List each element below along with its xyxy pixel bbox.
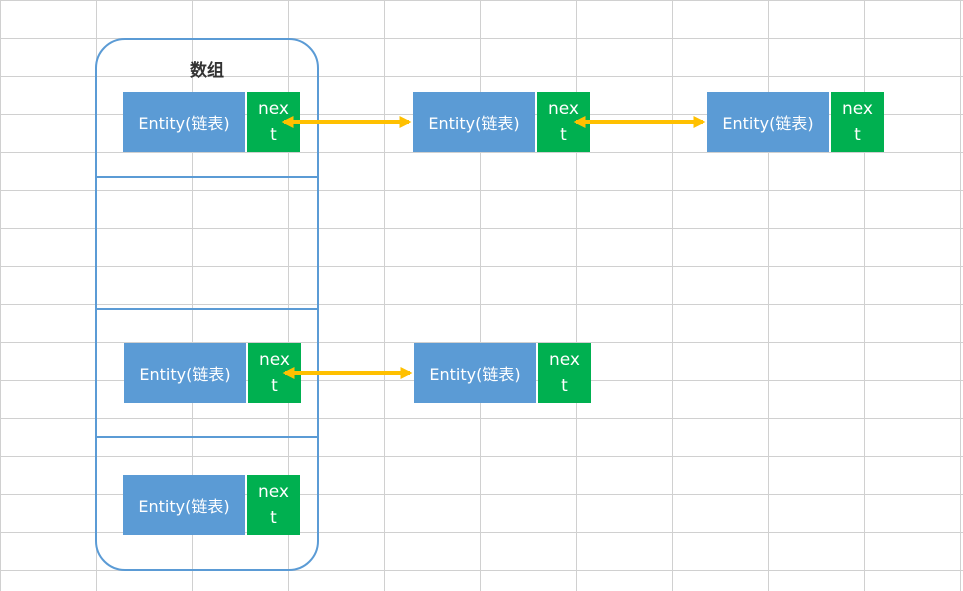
entity-cell: Entity(链表) — [123, 475, 245, 535]
linked-node: Entity(链表) next — [123, 92, 300, 152]
next-pointer-cell: next — [537, 92, 590, 152]
linked-node: Entity(链表) next — [413, 92, 590, 152]
next-pointer-cell: next — [247, 92, 300, 152]
array-divider — [95, 176, 319, 178]
array-divider — [95, 436, 319, 438]
entity-cell: Entity(链表) — [124, 343, 246, 403]
entity-cell: Entity(链表) — [414, 343, 536, 403]
next-pointer-cell: next — [248, 343, 301, 403]
array-title: 数组 — [190, 61, 224, 81]
array-container — [95, 38, 319, 571]
array-divider — [95, 308, 319, 310]
entity-cell: Entity(链表) — [413, 92, 535, 152]
linked-node: Entity(链表) next — [124, 343, 301, 403]
linked-node: Entity(链表) next — [414, 343, 591, 403]
next-pointer-cell: next — [538, 343, 591, 403]
entity-cell: Entity(链表) — [123, 92, 245, 152]
next-pointer-cell: next — [247, 475, 300, 535]
next-pointer-cell: next — [831, 92, 884, 152]
linked-node: Entity(链表) next — [123, 475, 300, 535]
entity-cell: Entity(链表) — [707, 92, 829, 152]
linked-node: Entity(链表) next — [707, 92, 884, 152]
